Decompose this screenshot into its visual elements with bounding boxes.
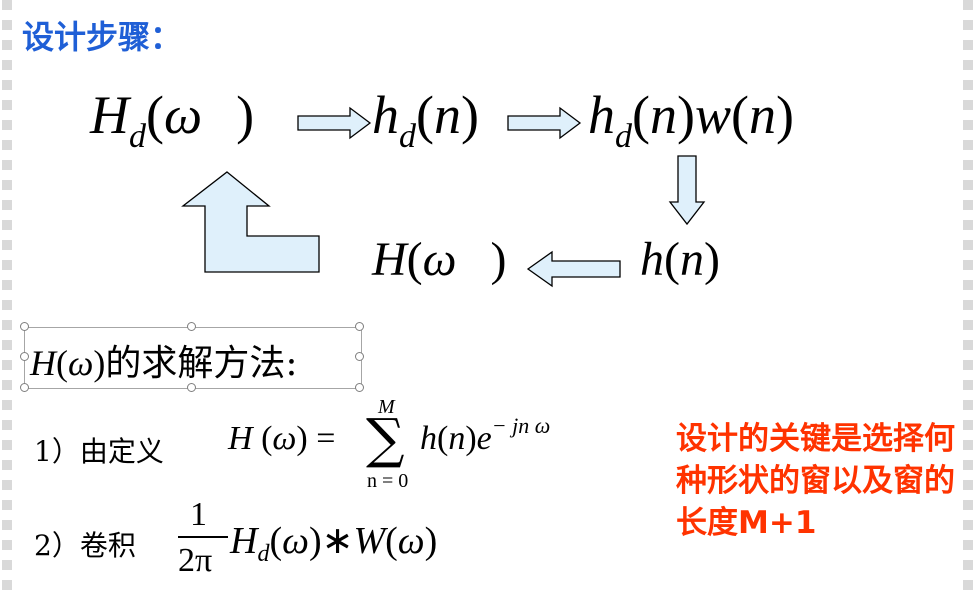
resize-handle[interactable] [187, 383, 196, 392]
arrow-left [526, 250, 621, 288]
fraction-bar [178, 536, 228, 538]
formula-Hd-omega: Hd(ω) [90, 85, 255, 155]
step1-lhs: H (ω) = [228, 420, 336, 457]
sum-upper-limit: M [378, 396, 395, 418]
resize-handle[interactable] [20, 322, 29, 331]
step1-summand: h(n)e− jn ω [420, 413, 551, 458]
sum-symbol: ∑ [366, 407, 405, 470]
fraction-denominator: 2π [178, 542, 213, 579]
arrow-right-2 [507, 106, 582, 140]
arrow-bent-up [181, 171, 320, 273]
formula-hd-n: hd(n) [372, 85, 479, 155]
resize-handle[interactable] [355, 383, 364, 392]
arrow-right-1 [297, 106, 372, 140]
formula-hd-n-w-n: hd(n)w(n) [588, 85, 794, 155]
resize-handle[interactable] [187, 322, 196, 331]
key-note: 设计的关键是选择何种形状的窗以及窗的长度M+1 [676, 421, 955, 541]
left-border-stripe [2, 0, 12, 593]
resize-handle[interactable] [355, 322, 364, 331]
fraction-numerator: 1 [190, 496, 207, 533]
step1-label: 1）由定义 [34, 435, 164, 468]
methods-heading: H(ω)的求解方法: [30, 343, 298, 384]
sum-lower-limit: n = 0 [367, 470, 409, 492]
arrow-down [668, 155, 706, 226]
right-border-stripe [963, 0, 973, 593]
step2-label: 2）卷积 [34, 529, 136, 562]
formula-H-omega: H(ω) [372, 233, 507, 286]
step2-convolution: Hd(ω)∗W(ω) [230, 520, 438, 567]
formula-h-n: h(n) [640, 233, 720, 286]
resize-handle[interactable] [20, 352, 29, 361]
page-title: 设计步骤： [22, 18, 183, 56]
resize-handle[interactable] [20, 383, 29, 392]
resize-handle[interactable] [355, 352, 364, 361]
